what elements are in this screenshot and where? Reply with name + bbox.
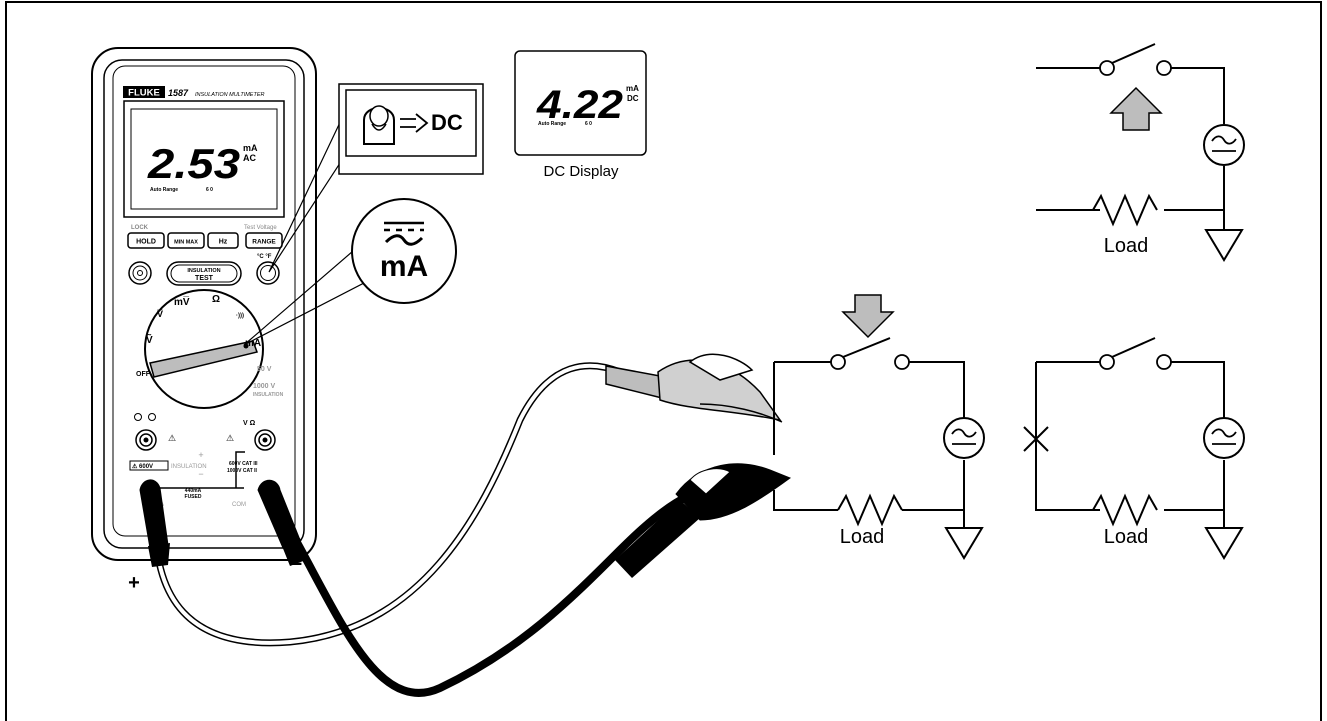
switch-terminal-left xyxy=(831,355,845,369)
lcd-range-text: Auto Range xyxy=(150,187,178,193)
rating-label: ⚠ 600V xyxy=(132,463,153,470)
ac-source-icon xyxy=(1204,418,1244,458)
dial-1000v-label: 1000 V xyxy=(253,383,276,390)
load-label-bottom-right: Load xyxy=(1104,526,1149,548)
black-alligator-clip xyxy=(615,464,790,578)
dc-switch-callout: DC xyxy=(339,84,483,174)
warning-icon-right: ⚠ xyxy=(226,433,234,443)
plus-lead-label: + xyxy=(128,572,140,594)
lcd-range-digits: 6 0 xyxy=(206,187,213,193)
dial-off-label: OFF xyxy=(136,371,151,378)
minus-insulation-mark: − xyxy=(198,469,203,479)
load-resistor-icon xyxy=(1093,496,1157,524)
up-arrow-icon xyxy=(1111,88,1161,130)
dc-display-range-text: Auto Range xyxy=(538,121,566,127)
dc-display-caption: DC Display xyxy=(543,163,619,180)
circuit-middle: Load xyxy=(774,295,984,558)
model-desc: INSULATION MULTIMETER xyxy=(195,92,264,98)
load-label-top-right: Load xyxy=(1104,235,1149,257)
hold-button[interactable]: HOLD xyxy=(128,233,164,248)
load-resistor-icon xyxy=(1093,196,1157,224)
minmax-button-label: MIN MAX xyxy=(174,240,198,246)
terminal-vohm[interactable] xyxy=(255,430,275,450)
circuit-top-right: Load xyxy=(1036,44,1244,260)
multimeter: FLUKE 1587 INSULATION MULTIMETER 2.53 mA… xyxy=(92,48,316,560)
open-switch-icon xyxy=(1112,338,1155,357)
ground-icon xyxy=(1206,510,1242,558)
ma-symbol-label: mA xyxy=(380,250,428,283)
white-alligator-clip xyxy=(606,354,782,422)
dc-display-callout: 4.22 mA DC Auto Range 6 0 xyxy=(515,51,646,155)
lcd-unit-top: mA xyxy=(243,143,258,153)
switch-terminal-right xyxy=(1157,61,1171,75)
insulation-label: INSULATION xyxy=(187,268,220,274)
blue-button[interactable] xyxy=(257,262,279,284)
down-arrow-icon xyxy=(843,295,893,337)
plus-insulation-mark: + xyxy=(198,450,203,460)
dc-display-range-digits: 6 0 xyxy=(585,121,592,127)
com-terminal-label: COM xyxy=(232,502,246,508)
dial-insulation-label: INSULATION xyxy=(253,392,284,398)
lcd-reading: 2.53 xyxy=(147,140,240,187)
open-switch-icon xyxy=(843,338,890,357)
load-label-middle: Load xyxy=(840,526,885,548)
hz-button-label: Hz xyxy=(219,239,228,246)
insulation-terminal-label: INSULATION xyxy=(171,464,207,470)
ma-symbol-callout: mA xyxy=(352,199,456,303)
dc-switch-label: DC xyxy=(431,110,463,135)
hz-button[interactable]: Hz xyxy=(208,233,238,248)
switch-terminal-right xyxy=(1157,355,1171,369)
dial-50v-label: 50 V xyxy=(257,366,272,373)
rotary-dial[interactable] xyxy=(145,290,263,408)
black-lead-wire xyxy=(272,495,690,693)
model-text: 1587 xyxy=(168,88,189,98)
dial-continuity-label: ·))) xyxy=(236,313,244,319)
insulation-test-button[interactable]: INSULATION TEST xyxy=(167,262,241,285)
dial-dc-v-label: V̅ xyxy=(157,309,163,319)
cat-rating-1: 600V CAT III xyxy=(229,461,258,467)
minmax-button[interactable]: MIN MAX xyxy=(168,233,204,248)
dial-mv-label: mV̅ xyxy=(174,296,190,308)
open-switch-icon xyxy=(1112,44,1155,63)
lock-label: LOCK xyxy=(131,225,149,231)
range-button[interactable]: RANGE xyxy=(246,233,282,248)
switch-terminal-left xyxy=(1100,355,1114,369)
temp-units-label: °C °F xyxy=(257,254,272,260)
ground-icon xyxy=(946,510,982,558)
warning-icon: ⚠ xyxy=(168,433,176,443)
load-resistor-icon xyxy=(838,496,902,524)
terminal-a[interactable] xyxy=(136,430,156,450)
dial-ac-v-label: Ṽ xyxy=(146,333,153,346)
minus-lead-label: – xyxy=(290,550,302,575)
ac-source-icon xyxy=(944,418,984,458)
lcd-unit-bottom: AC xyxy=(243,153,256,163)
ac-source-icon xyxy=(1204,125,1244,165)
vohm-label: V Ω xyxy=(243,420,256,427)
backlight-button[interactable] xyxy=(129,262,151,284)
brand-text: FLUKE xyxy=(128,88,160,99)
dc-display-unit-bottom: DC xyxy=(627,94,639,103)
hold-button-label: HOLD xyxy=(136,239,156,246)
ground-icon xyxy=(1206,210,1242,260)
switch-terminal-left xyxy=(1100,61,1114,75)
fused-label-2: FUSED xyxy=(185,494,202,500)
switch-terminal-right xyxy=(895,355,909,369)
circuit-bottom-right: Load xyxy=(1024,338,1244,558)
range-button-label: RANGE xyxy=(252,239,276,246)
test-voltage-label: Test Voltage xyxy=(244,225,277,231)
dc-display-unit-top: mA xyxy=(626,84,639,93)
test-label: TEST xyxy=(195,275,214,282)
cat-rating-2: 1000V CAT II xyxy=(227,468,258,474)
dial-ohm-label: Ω xyxy=(212,294,220,305)
